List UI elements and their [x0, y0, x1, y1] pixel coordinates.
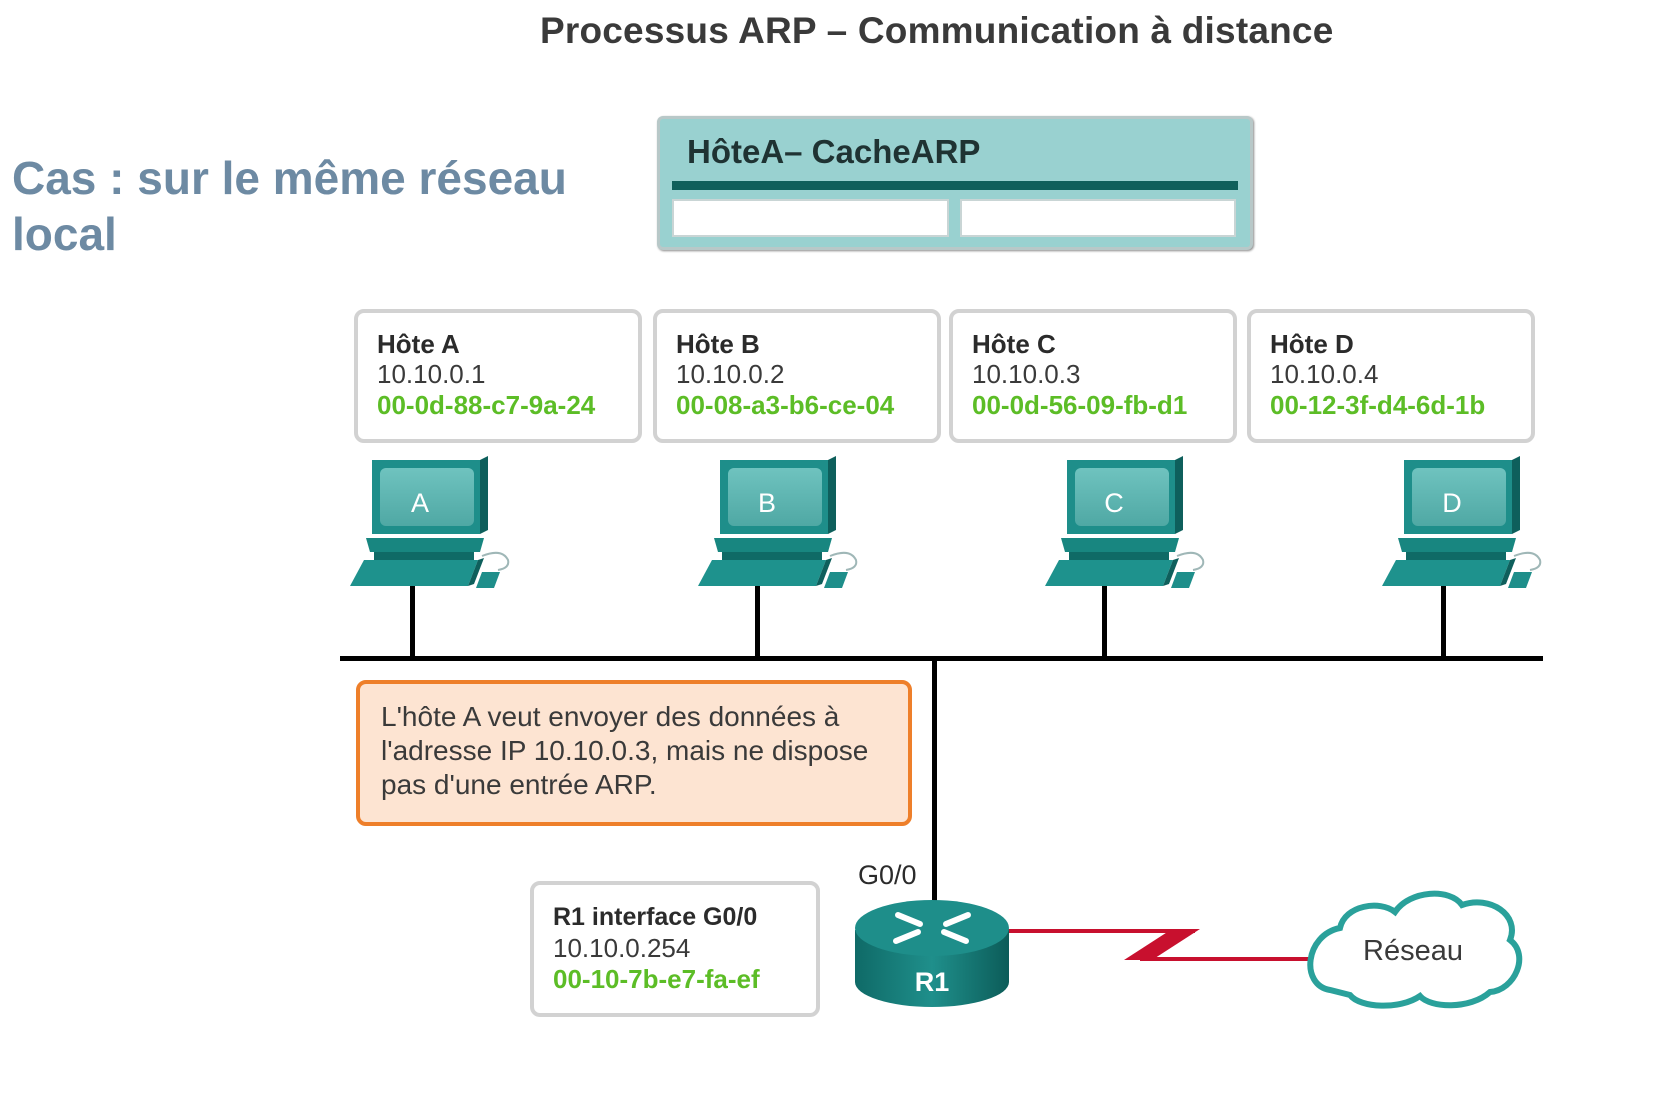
- host-mac: 00-0d-56-09-fb-d1: [972, 390, 1188, 420]
- host-mac: 00-0d-88-c7-9a-24: [377, 390, 596, 420]
- arp-cache-mac-cell: [960, 199, 1236, 237]
- cable-c: [1102, 586, 1107, 658]
- host-name: Hôte D: [1270, 329, 1354, 359]
- cable-b: [755, 586, 760, 658]
- pc-icon-a: [349, 455, 510, 589]
- host-card-c: Hôte C 10.10.0.3 00-0d-56-09-fb-d1: [949, 309, 1237, 443]
- explanation-callout: L'hôte A veut envoyer des données à l'ad…: [356, 680, 912, 826]
- host-card-d: Hôte D 10.10.0.4 00-12-3f-d4-6d-1b: [1247, 309, 1535, 443]
- cloud-icon: [1307, 890, 1523, 1009]
- pc-icon-b: [697, 455, 858, 589]
- interface-label: G0/0: [858, 860, 917, 890]
- router-icon: [855, 900, 1009, 1007]
- host-name: Hôte B: [676, 329, 760, 359]
- host-card-a: Hôte A 10.10.0.1 00-0d-88-c7-9a-24: [354, 309, 642, 443]
- host-mac: 00-12-3f-d4-6d-1b: [1270, 390, 1486, 420]
- page-title: Processus ARP – Communication à distance: [540, 10, 1334, 51]
- cable-a: [410, 586, 415, 658]
- host-ip: 10.10.0.4: [1270, 359, 1379, 389]
- host-ip: 10.10.0.3: [972, 359, 1081, 389]
- serial-link: [1005, 929, 1320, 961]
- case-heading: Cas : sur le même réseau local: [12, 152, 567, 260]
- router-card: R1 interface G0/0 10.10.0.254 00-10-7b-e…: [530, 881, 820, 1017]
- lan-bus: [340, 656, 1543, 661]
- arp-cache-ip-cell: [672, 199, 949, 237]
- callout-text: L'hôte A veut envoyer des données à l'ad…: [381, 701, 869, 800]
- arp-cache-table: HôteA– CacheARP: [657, 116, 1253, 250]
- router-label: R1: [915, 967, 950, 997]
- router-mac: 00-10-7b-e7-fa-ef: [553, 964, 760, 994]
- host-card-b: Hôte B 10.10.0.2 00-08-a3-b6-ce-04: [653, 309, 941, 443]
- host-name: Hôte C: [972, 329, 1056, 359]
- arp-cache-header-bar: [672, 181, 1238, 190]
- pc-icon-c: [1044, 455, 1205, 589]
- pc-icon-d: [1381, 455, 1542, 589]
- host-mac: 00-08-a3-b6-ce-04: [676, 390, 895, 420]
- arp-cache-title: HôteA– CacheARP: [687, 133, 981, 170]
- host-name: Hôte A: [377, 329, 460, 359]
- host-ip: 10.10.0.1: [377, 359, 486, 389]
- cloud-label: Réseau: [1363, 935, 1463, 967]
- router-card-title: R1 interface G0/0: [553, 903, 758, 931]
- cable-d: [1441, 586, 1446, 658]
- pc-label-b: B: [758, 488, 776, 518]
- router-uplink: [932, 658, 937, 903]
- pc-label-d: D: [1442, 488, 1462, 518]
- pc-label-c: C: [1104, 488, 1124, 518]
- router-ip: 10.10.0.254: [553, 933, 691, 963]
- pc-label-a: A: [411, 488, 429, 518]
- host-ip: 10.10.0.2: [676, 359, 785, 389]
